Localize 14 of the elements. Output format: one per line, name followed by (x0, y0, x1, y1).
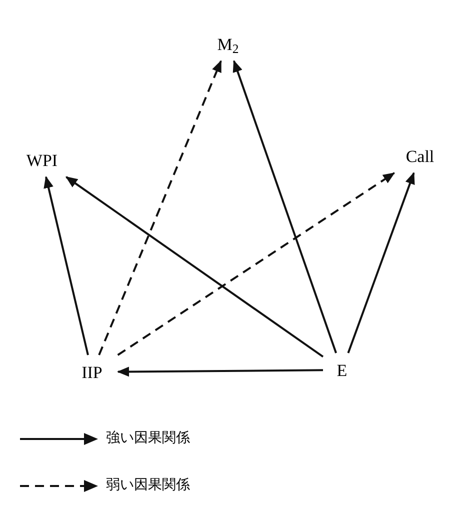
node-label: WPI (26, 152, 58, 168)
node-label: Call (406, 148, 434, 164)
node-label: E (336, 362, 348, 378)
arrow (117, 172, 396, 356)
arrow (347, 172, 415, 354)
node-label: IIP (82, 364, 102, 380)
legend-text: 強い因果関係 (106, 429, 190, 448)
arrow (44, 176, 89, 356)
legend-text: 弱い因果関係 (106, 476, 190, 495)
node-label: M$_{2}$ (217, 36, 239, 52)
arrow (232, 60, 337, 354)
arrow (65, 176, 324, 358)
arrow (98, 60, 222, 356)
arrow (117, 366, 323, 377)
